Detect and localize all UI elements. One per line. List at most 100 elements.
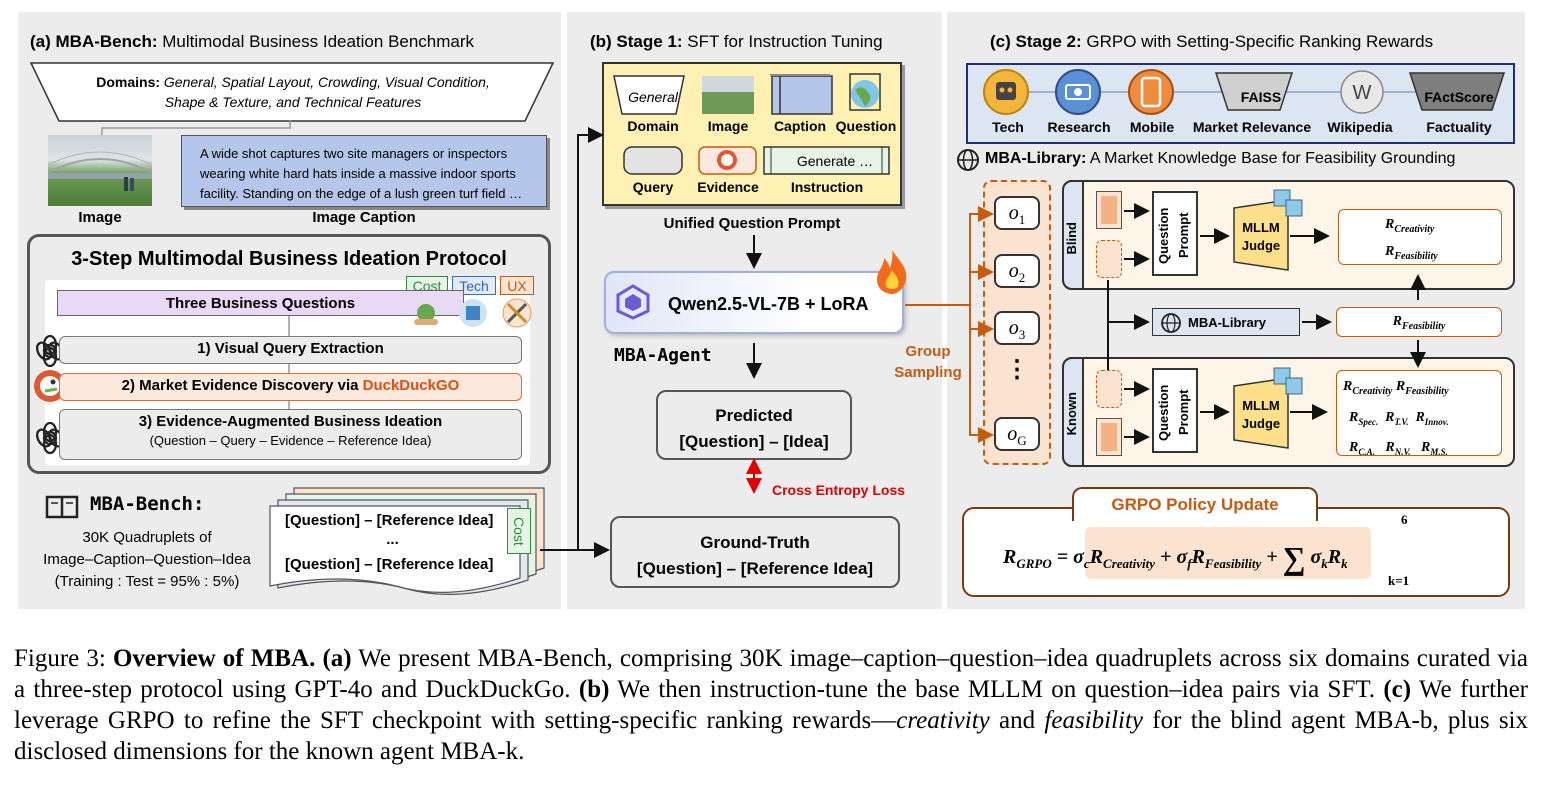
domains-trapezoid [29,62,555,122]
instruction-icon [763,146,890,175]
mba-library-label: MBA-Library [1188,315,1267,330]
step3-box: 3) Evidence-Augmented Business Ideation … [59,409,522,460]
factscore-label: FActScore [1424,89,1494,105]
label-evidence: Evidence [697,179,759,195]
wikipedia-icon: W [1340,70,1384,114]
library-globe-icon [1161,313,1181,333]
caption-text: A wide shot captures two site managers o… [200,146,523,201]
qwen-logo-icon [616,284,650,320]
library-reward-box: RFeasibility [1336,307,1502,337]
cubes-icon [1273,189,1303,217]
ground-truth-box: Ground-Truth[Question] – [Reference Idea… [610,516,900,588]
domains-text: Domains: General, Spatial Layout, Crowdi… [96,74,490,110]
grpo-policy-title: GRPO Policy Update [1072,487,1318,521]
step1-box: 1) Visual Query Extraction [59,336,522,364]
domain-trapezoid-icon [613,75,685,115]
caption-label: Image Caption [312,209,416,226]
image-caption-box: A wide shot captures two site managers o… [181,135,547,207]
globe-line-icon [957,149,979,171]
grpo-formula: RGRPO = σcRCreativity + σfRFeasibility +… [1003,540,1348,576]
label-caption: Caption [773,118,827,134]
unified-prompt-label: Unified Question Prompt [663,215,841,232]
known-question-prompt: Question Prompt [1152,368,1198,453]
predicted-box: Predicted[Question] – [Idea] [656,390,852,460]
bench-name: MBA-Bench: [90,493,205,515]
figure-caption: Figure 3: Overview of MBA. (a) We presen… [14,645,1529,765]
blind-sample-token [1096,240,1122,278]
known-judge [1233,367,1303,449]
known-side-tab [1062,357,1084,467]
tag-ux: UX [500,276,534,295]
panel-b-arrows [540,127,762,558]
general-text: General [628,89,678,105]
panel-c-arrows [905,203,1426,445]
known-reward-box: RCreativity RFeasibility RSpec. RT.V. RI… [1336,370,1502,456]
query-icon [623,146,683,175]
panel-b-title: (b) Stage 1: SFT for Instruction Tuning [590,32,883,51]
domains-connector [101,120,291,138]
source-factuality: Factuality [1426,119,1492,135]
source-tech: Tech [992,119,1024,135]
doc-tag-cost: Cost [507,508,531,554]
source-mobile: Mobile [1129,119,1175,135]
label-question: Question [835,118,897,134]
caption-icon [771,75,833,115]
money-hand-icon [414,304,438,325]
label-image: Image [707,118,749,134]
openai-icon-2 [32,420,72,456]
blind-question-prompt: Question Prompt [1152,191,1198,276]
panel-c-title: (c) Stage 2: GRPO with Setting-Specific … [990,32,1434,51]
faiss-icon [1214,72,1294,111]
label-query: Query [632,179,674,195]
sample-o3: o3 [994,311,1040,345]
doc-line-2: [Question] – [Reference Idea] [285,556,494,573]
sum-upper: 6 [1401,512,1408,527]
image-label: Image [78,209,122,226]
fire-icon [876,250,907,294]
book-icon [45,494,81,520]
mba-agent-label: MBA-Agent [614,345,712,366]
qwen-model-box [604,271,904,334]
research-icon [1055,69,1101,115]
bench-desc: 30K Quadruplets of Image–Caption–Questio… [43,529,251,590]
doc-dots: ... [386,531,399,548]
source-market: Market Relevance [1192,119,1312,135]
cross-entropy-label: Cross Entropy Loss [772,482,906,498]
three-questions-box: Three Business Questions [57,290,464,316]
duckduckgo-icon-1 [32,368,70,406]
library-title: MBA-Library: A Market Knowledge Base for… [985,150,1456,167]
blind-judge [1233,189,1303,271]
source-wikipedia: Wikipedia [1327,119,1393,135]
label-instruction: Instruction [790,179,864,195]
tag-icons [414,298,532,328]
svg-text:W: W [1353,82,1372,104]
robot-icon [983,69,1029,115]
panel-a-title: (a) MBA-Bench: Multimodal Business Ideat… [30,32,475,51]
prompt-icons [613,73,890,175]
sum-lower: k=1 [1388,573,1410,588]
mba-library-box [1152,308,1300,336]
known-image-token [1096,418,1122,456]
protocol-title: 3-Step Multimodal Business Ideation Prot… [71,248,507,270]
formula-highlight [1085,527,1371,579]
source-icons: W [983,69,1506,115]
blind-side-tab [1062,180,1084,290]
source-research: Research [1047,119,1111,135]
faiss-label: FAISS [1240,89,1282,105]
step2-box: 2) Market Evidence Discovery via DuckDuc… [59,373,522,401]
generate-text: Generate … [796,153,874,169]
chip-icon [459,299,487,327]
globe-icon [849,73,881,111]
factscore-icon [1408,72,1506,111]
tools-icon [502,298,532,328]
label-domain: Domain [627,118,679,134]
doc-line-1: [Question] – [Reference Idea] [285,512,494,529]
blind-image-token [1096,191,1122,229]
model-name: Qwen2.5-VL-7B + LoRA [668,294,869,314]
mobile-icon [1128,69,1174,115]
sample-o1: o1 [994,196,1040,230]
sample-vdots: ⋮ [1005,356,1029,383]
